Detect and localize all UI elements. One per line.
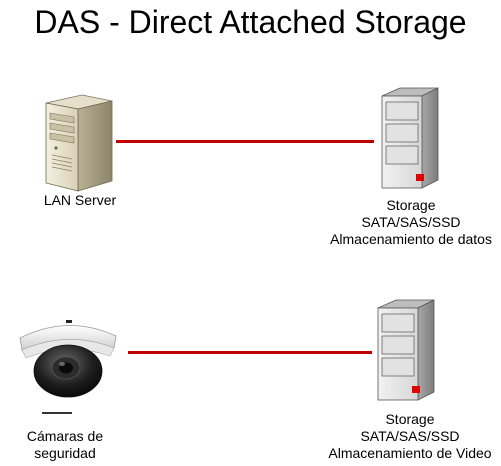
top-storage-caption: Storage SATA/SAS/SSD Almacenamiento de d… bbox=[326, 197, 496, 248]
connection-line-top bbox=[116, 140, 374, 143]
server-tower-icon bbox=[45, 94, 113, 192]
dome-camera-icon bbox=[19, 320, 117, 414]
camera-caption-line2: seguridad bbox=[34, 445, 96, 461]
diagram-title: DAS - Direct Attached Storage bbox=[34, 4, 467, 40]
top-storage-title: Storage bbox=[386, 197, 436, 213]
storage-cabinet-icon bbox=[381, 87, 439, 189]
top-storage-purpose: Almacenamiento de datos bbox=[330, 231, 492, 247]
bottom-storage-title: Storage bbox=[385, 411, 435, 427]
camera-caption-line1: Cámaras de bbox=[26, 428, 104, 444]
bottom-storage-purpose: Almacenamiento de Video bbox=[328, 445, 492, 461]
lan-server-label: LAN Server bbox=[20, 192, 140, 209]
bottom-storage-interfaces: SATA/SAS/SSD bbox=[360, 428, 460, 444]
lan-server-label-text: LAN Server bbox=[43, 192, 117, 208]
connection-line-bottom bbox=[128, 351, 372, 354]
camera-caption: Cámaras de seguridad bbox=[10, 428, 120, 462]
top-storage-interfaces: SATA/SAS/SSD bbox=[361, 214, 461, 230]
storage-cabinet-icon bbox=[377, 299, 435, 401]
bottom-storage-caption: Storage SATA/SAS/SSD Almacenamiento de V… bbox=[320, 411, 500, 462]
